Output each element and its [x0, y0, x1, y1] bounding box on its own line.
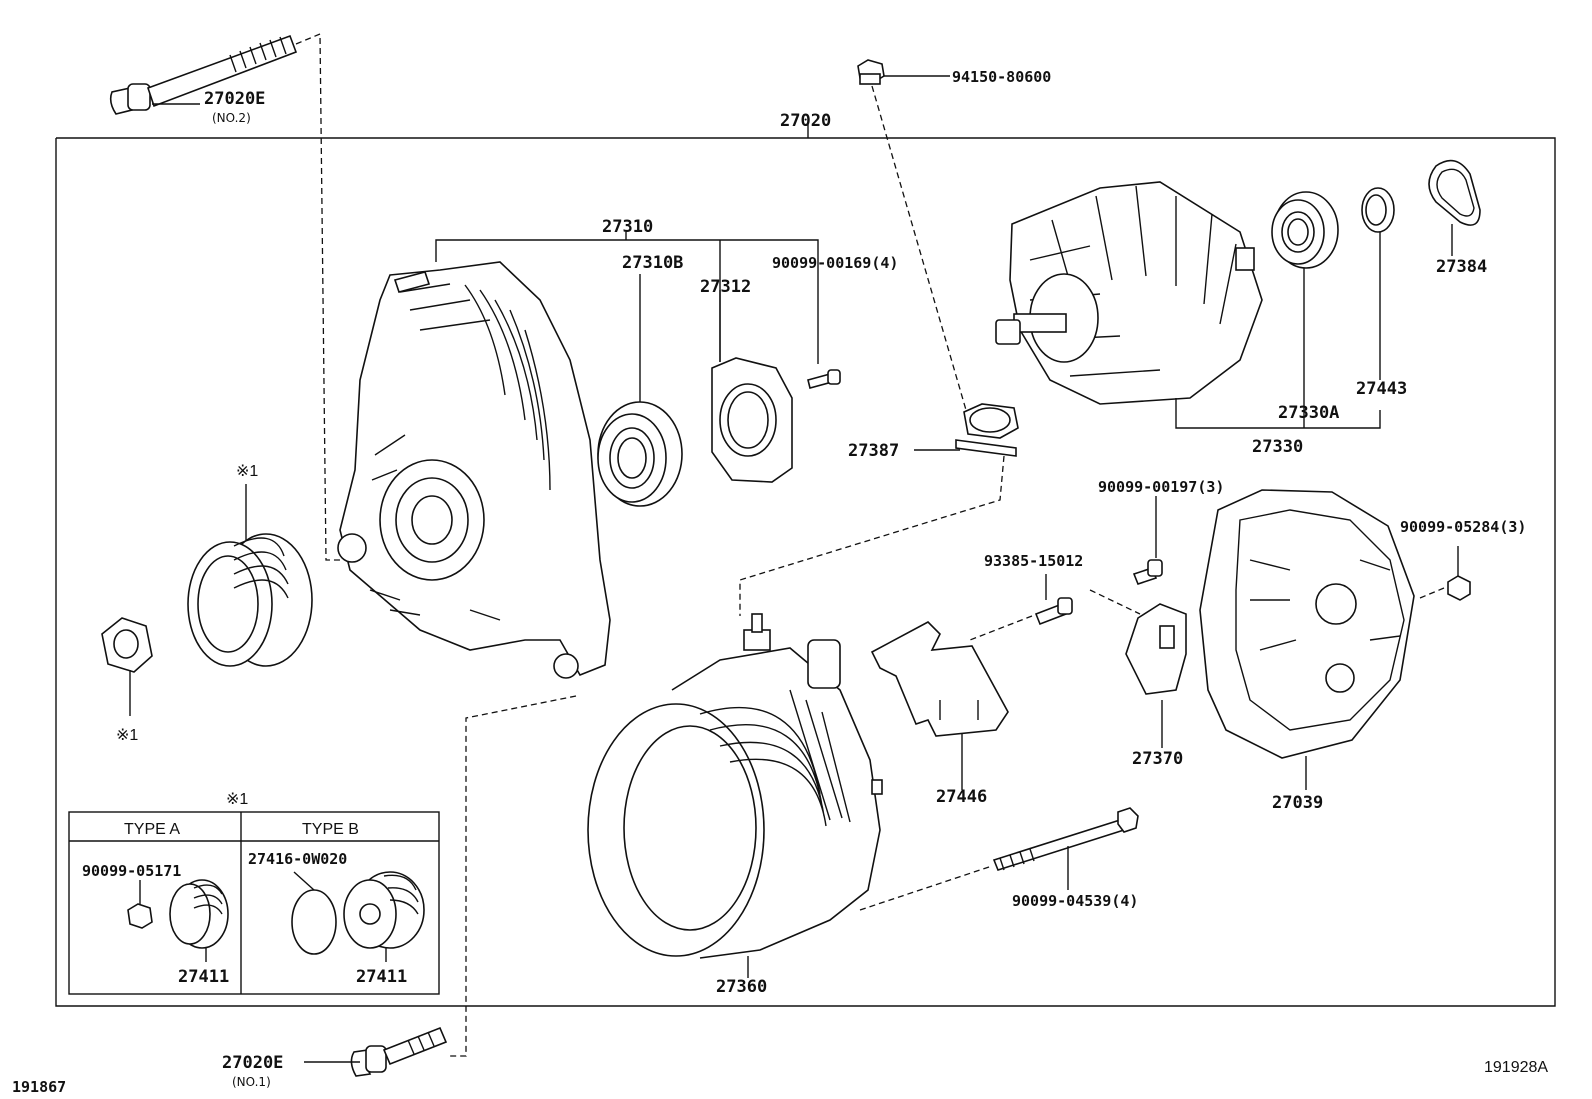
insulator-drawing — [955, 403, 1019, 457]
inset-b-cap: 27416-0W020 — [248, 850, 347, 868]
bearing-rear-drawing — [1271, 191, 1339, 269]
inset-type-b: TYPE B — [302, 821, 359, 838]
label-through-bolt: 90099-04539(4) — [1012, 892, 1138, 910]
screw-regulator-drawing — [1132, 559, 1163, 585]
plate-drawing — [870, 621, 1009, 737]
bearing-front-drawing — [597, 401, 683, 507]
nut-top-drawing — [857, 59, 950, 85]
stator-drawing — [587, 613, 883, 959]
label-bolt-top: 27020E — [204, 89, 265, 109]
inset-type-a: TYPE A — [124, 821, 180, 838]
label-bolt-bottom: 27020E — [222, 1053, 283, 1073]
nut-cover-drawing — [1447, 575, 1471, 601]
label-bearing-front: 27310B — [622, 253, 683, 273]
label-screw-regulator: 90099-00197(3) — [1098, 478, 1224, 496]
label-screw-retainer: 90099-00169(4) — [772, 254, 898, 272]
label-collar: 27443 — [1356, 379, 1407, 399]
nut-pulley-drawing — [101, 617, 153, 673]
retainer-drawing — [711, 357, 793, 483]
frame-housing-drawing — [337, 261, 611, 679]
assembly-frame — [55, 124, 1556, 1007]
inset-a-nut: 90099-05171 — [82, 862, 181, 880]
inset-a-pulley: 27411 — [178, 967, 229, 987]
collar-drawing — [1361, 187, 1395, 233]
label-retainer: 27312 — [700, 277, 751, 297]
screw-retainer-drawing — [807, 369, 841, 389]
rotor-drawing — [995, 181, 1263, 405]
label-screw-plate: 93385-15012 — [984, 552, 1083, 570]
label-regulator: 27370 — [1132, 749, 1183, 769]
label-rear-cover: 27039 — [1272, 793, 1323, 813]
label-stator: 27360 — [716, 977, 767, 997]
pulley-drawing — [187, 533, 313, 667]
label-bolt-top-note: (NO.2) — [212, 111, 251, 125]
label-pulley-mark: ※1 — [236, 463, 258, 480]
label-nut-cover: 90099-05284(3) — [1400, 518, 1526, 536]
code-left: 191867 — [12, 1078, 66, 1096]
inset-b-pulley: 27411 — [356, 967, 407, 987]
code-right: 191928A — [1484, 1059, 1548, 1076]
label-rotor: 27330 — [1252, 437, 1303, 457]
through-bolt-drawing — [992, 807, 1139, 871]
label-frame: 27310 — [602, 217, 653, 237]
label-nut-top: 94150-80600 — [952, 68, 1051, 86]
label-main-assembly: 27020 — [780, 111, 831, 131]
label-nut-mark: ※1 — [116, 727, 138, 744]
label-insulator: 27387 — [848, 441, 899, 461]
bolt-bottom-drawing — [304, 1026, 448, 1077]
regulator-drawing — [1125, 603, 1187, 695]
inset-type-table — [68, 811, 440, 995]
rear-cover-drawing — [1199, 489, 1415, 759]
label-cover-ring: 27384 — [1436, 257, 1487, 277]
cover-ring-drawing — [1428, 159, 1481, 226]
bolt-top-drawing — [109, 34, 298, 115]
screw-plate-drawing — [1034, 597, 1073, 626]
label-bolt-bottom-note: (NO.1) — [232, 1075, 271, 1089]
inset-mark: ※1 — [226, 791, 248, 808]
label-plate: 27446 — [936, 787, 987, 807]
label-bearing-rear: 27330A — [1278, 403, 1339, 423]
